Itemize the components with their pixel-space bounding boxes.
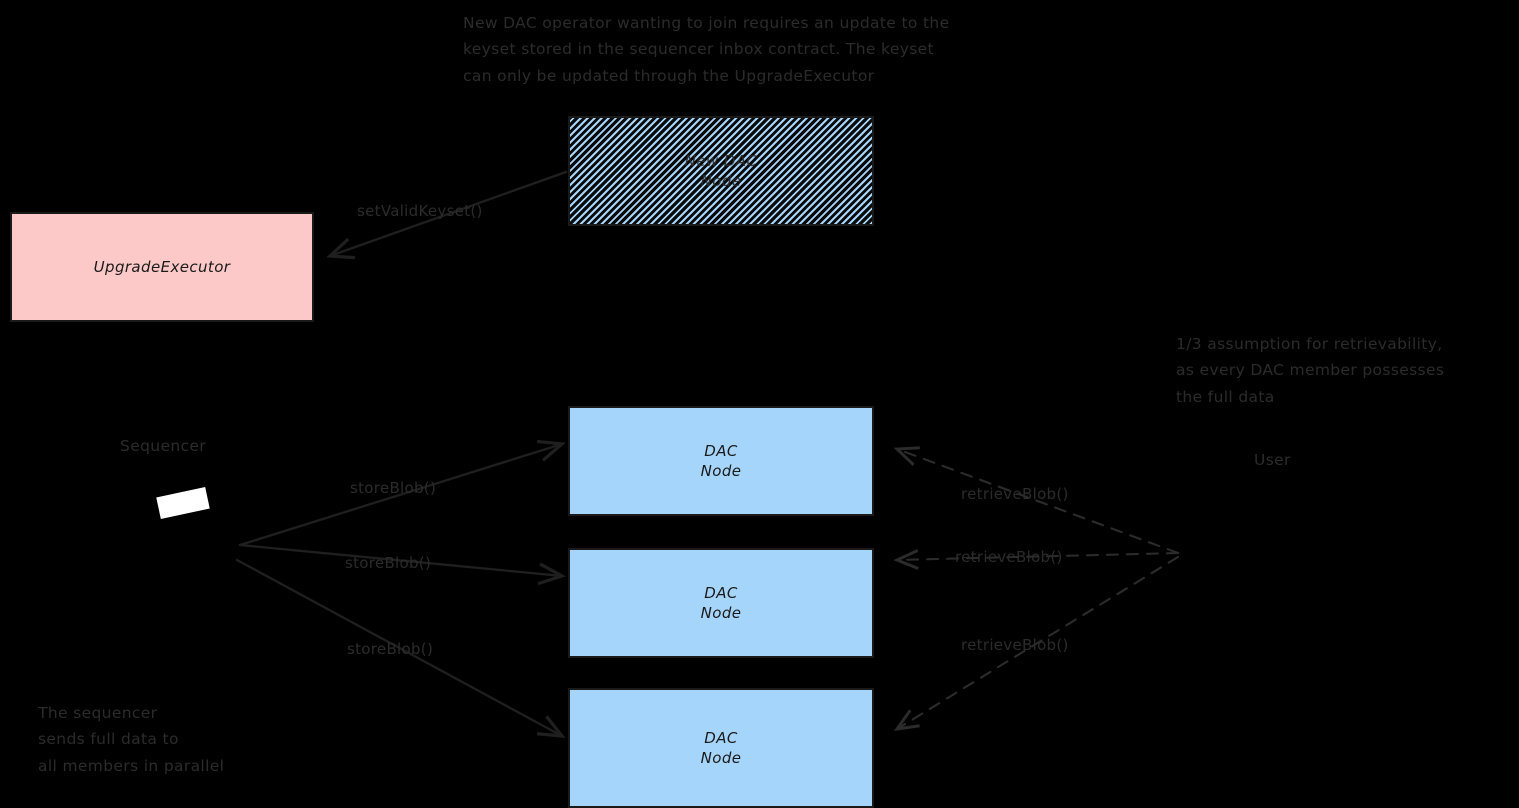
node-label: New DAC bbox=[684, 151, 758, 170]
node-label: Node bbox=[700, 462, 742, 480]
node-label: DAC bbox=[704, 583, 738, 602]
sequencer-label: Sequencer bbox=[120, 437, 206, 455]
edge-label-store-blob-2: storeBlob() bbox=[345, 554, 432, 572]
node-new-dac-node: New DAC Node bbox=[568, 116, 874, 226]
edge-label-store-blob-1: storeBlob() bbox=[350, 479, 437, 497]
edge-label-retrieve-blob-1: retrieveBlob() bbox=[961, 485, 1069, 503]
edge-label-set-valid-keyset: setValidKeyset() bbox=[357, 202, 483, 220]
sequencer-glyph bbox=[156, 487, 210, 519]
annotation-bottom-left-note: The sequencer sends full data to all mem… bbox=[38, 704, 225, 775]
annotation-right-note: 1/3 assumption for retrievability, as ev… bbox=[1176, 335, 1445, 406]
node-label: DAC bbox=[704, 441, 738, 460]
node-label: Node bbox=[700, 749, 742, 767]
node-label: DAC bbox=[704, 728, 738, 747]
node-label: Node bbox=[700, 604, 742, 622]
edge-label-retrieve-blob-3: retrieveBlob() bbox=[961, 636, 1069, 654]
node-label: UpgradeExecutor bbox=[93, 257, 231, 276]
node-dac-node-1: DAC Node bbox=[568, 406, 874, 516]
edge-label-store-blob-3: storeBlob() bbox=[347, 640, 434, 658]
node-dac-node-3: DAC Node bbox=[568, 688, 874, 808]
annotation-top-note: New DAC operator wanting to join require… bbox=[463, 14, 950, 85]
node-upgrade-executor: UpgradeExecutor bbox=[10, 212, 314, 322]
user-label: User bbox=[1254, 451, 1291, 469]
node-dac-node-2: DAC Node bbox=[568, 548, 874, 658]
node-label: Node bbox=[700, 172, 742, 190]
edge-label-retrieve-blob-2: retrieveBlob() bbox=[955, 548, 1063, 566]
